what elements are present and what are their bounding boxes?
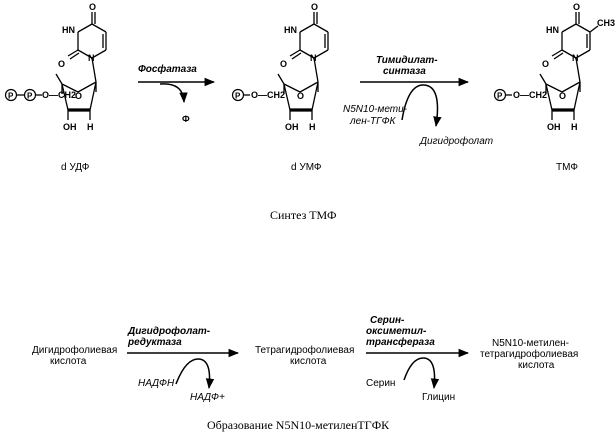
- atom-o: O: [89, 2, 96, 12]
- tmp-structure: CH3 O HN O N O OH H: [538, 2, 615, 132]
- atom-hn: HN: [62, 25, 75, 35]
- shmt-label-line3: трансфераза: [366, 336, 435, 348]
- product-line1: N5N10-метилен-: [492, 338, 569, 349]
- atom-oh: OH: [285, 122, 299, 132]
- tetrahydrofolic-acid-line2: кислота: [290, 356, 327, 367]
- glycine-label: Глицин: [422, 392, 455, 403]
- atom-o: O: [311, 2, 318, 12]
- cofactor-arrow: [401, 84, 442, 128]
- nadph-label: НАДФН: [138, 378, 175, 389]
- atom-o: O: [542, 59, 549, 69]
- cofactor-label-line1: N5N10-мети-: [343, 104, 408, 115]
- methylene-thf-product: N5N10-метилен- тетрагидрофолиевая кислот…: [480, 338, 578, 371]
- atom-ring-o: O: [297, 91, 304, 101]
- shmt-label-line1: Серин-: [370, 315, 405, 326]
- atom-hn: HN: [546, 25, 559, 35]
- dump-structure: O HN O N O OH H: [276, 2, 330, 132]
- atom-o: O: [58, 59, 65, 69]
- atom-oh: OH: [547, 122, 561, 132]
- atom-o: O: [280, 59, 287, 69]
- atom-o: O: [573, 2, 580, 12]
- dhfr-label-line1: Дигидрофолат-: [127, 325, 211, 337]
- atom-hn: HN: [284, 25, 297, 35]
- atom-ring-o: O: [559, 91, 566, 101]
- product-line3: кислота: [518, 360, 555, 371]
- dudp-structure: O HN O N O OH H: [54, 2, 108, 132]
- phosphate-product: Ф: [182, 114, 190, 124]
- dump-phosphates: P O—CH2: [231, 88, 285, 102]
- shmt-label-line2: оксиметил-: [366, 326, 427, 337]
- serine-label: Серин: [366, 378, 395, 389]
- dudp-phosphates: P P O—CH2: [4, 88, 76, 102]
- thymidylate-synthase-reaction: Тимидилат- синтаза N5N10-мети- лен-ТГФК …: [343, 55, 493, 147]
- phosphatase-label: Фосфатаза: [138, 63, 197, 75]
- phosphate-label: P: [27, 92, 33, 101]
- dhfr-reaction: Дигидрофолиевая кислота Дигидрофолат- ре…: [32, 325, 240, 403]
- atom-h: H: [309, 122, 316, 132]
- cofactor-label-line2: лен-ТГФК: [349, 116, 397, 127]
- byproduct-arrow: [159, 83, 188, 104]
- phosphate-label: P: [497, 92, 503, 101]
- atom-och2: O—CH2: [513, 90, 547, 100]
- product-line2: тетрагидрофолиевая: [480, 348, 578, 360]
- atom-n: N: [88, 53, 95, 63]
- top-caption: Синтез ТМФ: [270, 208, 336, 222]
- enzyme-label-line1: Тимидилат-: [376, 55, 438, 66]
- tmp-phosphates: P O—CH2: [493, 88, 547, 102]
- atom-n: N: [310, 53, 317, 63]
- dhfr-label-line2: редуктаза: [127, 337, 182, 348]
- tmp-name: ТМФ: [556, 162, 578, 173]
- atom-ring-o: O: [75, 91, 82, 101]
- atom-och2: O—CH2: [251, 90, 285, 100]
- dihydrofolic-acid-line1: Дигидрофолиевая: [32, 344, 117, 356]
- atom-h: H: [87, 122, 94, 132]
- phosphatase-reaction: Фосфатаза Ф: [138, 63, 216, 124]
- dihydrofolic-acid-line2: кислота: [50, 356, 87, 367]
- phosphate-label: P: [8, 92, 14, 101]
- shmt-reaction: Тетрагидрофолиевая кислота Серин- оксиме…: [255, 315, 470, 403]
- atom-och2: O—CH2: [42, 90, 76, 100]
- nadp-label: НАДФ+: [190, 392, 225, 403]
- serine-glycine-arrow: [403, 357, 440, 390]
- atom-oh: OH: [63, 122, 77, 132]
- enzyme-label-line2: синтаза: [383, 66, 426, 77]
- dudp-name: d УДФ: [61, 162, 90, 173]
- tetrahydrofolic-acid-line1: Тетрагидрофолиевая: [255, 344, 354, 356]
- atom-ch3: CH3: [597, 18, 615, 28]
- atom-n: N: [572, 53, 579, 63]
- dump-name: d УМФ: [291, 162, 322, 173]
- atom-h: H: [571, 122, 578, 132]
- phosphate-label: P: [235, 92, 241, 101]
- cofactor-arrow: [175, 358, 215, 390]
- dihydrofolate-product: Дигидрофолат: [419, 135, 493, 147]
- bottom-caption: Образование N5N10-метиленТГФК: [207, 418, 390, 432]
